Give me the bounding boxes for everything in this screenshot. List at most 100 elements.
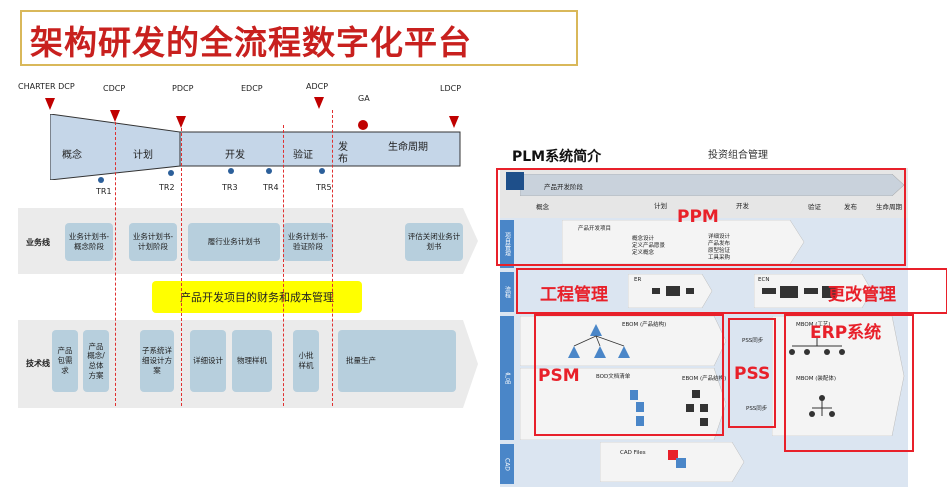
side-label-cad: CAD	[500, 444, 514, 484]
phase-divider	[332, 110, 333, 406]
tr5-label: TR5	[316, 183, 332, 192]
tech-box: 详细设计	[190, 330, 226, 392]
ebom-box	[520, 316, 727, 366]
change-label: 更改管理	[828, 285, 896, 305]
phase-bar	[520, 174, 905, 196]
tech-box: 物理样机	[232, 330, 272, 392]
tr-dot	[228, 168, 234, 174]
mbom-box	[772, 316, 905, 436]
phase-bar-label: 产品开发阶段	[544, 183, 583, 191]
tr-dot	[319, 168, 325, 174]
plm-diagram: PLM系统简介 投资组合管理 项目管理 流程 产品 CAD 产品开发阶段 概念 …	[496, 140, 947, 487]
milestone-cdcp: CDCP	[103, 84, 126, 93]
plm-title: PLM系统简介	[512, 149, 602, 165]
ecn-label: ECN	[758, 277, 770, 283]
stage-lifecycle: 生命周期	[388, 142, 428, 153]
milestone-marker	[176, 116, 186, 128]
business-box: 评估关闭业务计划书	[405, 223, 463, 261]
milestone-ldcp: LDCP	[440, 84, 462, 93]
project-item: 概念设计	[632, 236, 655, 242]
business-box: 履行业务计划书	[188, 223, 280, 261]
title-frame	[20, 10, 578, 66]
engineering-label: 工程管理	[540, 285, 608, 305]
side-label-product: 产品	[500, 316, 514, 440]
business-line-label: 业务线	[26, 238, 50, 247]
project-item: 详细设计	[708, 234, 731, 240]
bod-label: BOD文档清单	[596, 374, 631, 380]
phase-divider	[181, 128, 182, 406]
project-item: 产品开发项目	[578, 226, 612, 232]
pss-label: PSS	[734, 364, 771, 384]
tech-box: 产品概念/总体方案	[83, 330, 109, 392]
phase-divider	[115, 122, 116, 406]
mbom-label: MBOM (工艺)	[796, 322, 831, 328]
tr-dot	[98, 177, 104, 183]
ipd-process-diagram: CHARTER DCP CDCP PDCP EDCP ADCP GA LDCP …	[18, 82, 478, 408]
business-box: 业务计划书-计划阶段	[129, 223, 177, 261]
ecn-box	[754, 274, 873, 308]
side-label-project: 项目管理	[500, 220, 514, 268]
stage-develop: 开发	[225, 150, 245, 161]
milestone-edcp: EDCP	[241, 84, 263, 93]
phase-icon	[506, 172, 524, 190]
milestone-marker	[110, 110, 120, 122]
phase-release: 发布	[844, 203, 857, 211]
phase-develop: 开发	[736, 202, 749, 210]
phase-concept: 概念	[536, 203, 549, 211]
milestone-pdcp: PDCP	[172, 84, 194, 93]
ppm-region	[496, 168, 906, 266]
erp-label: ERP系统	[810, 323, 882, 343]
stage-plan: 计划	[133, 150, 153, 161]
tr1-label: TR1	[96, 187, 112, 196]
ppm-label: PPM	[677, 207, 719, 227]
project-item: 工具采购	[708, 255, 731, 261]
phase-plan: 计划	[654, 202, 667, 210]
cad-box	[600, 442, 745, 482]
mbom2-label: MBOM (装配体)	[796, 376, 837, 382]
erp-region	[784, 314, 914, 452]
ebom2-label: EBOM (产品结构)	[682, 376, 727, 382]
milestone-ga: GA	[358, 94, 370, 103]
tr-dot	[266, 168, 272, 174]
bod-box	[520, 368, 727, 440]
pss-sync-label: PSS同步	[746, 406, 768, 412]
ga-marker	[358, 120, 368, 130]
tr3-label: TR3	[222, 183, 238, 192]
stage-concept: 概念	[62, 150, 82, 161]
er-label: ER	[634, 277, 642, 283]
er-box	[628, 274, 713, 308]
tr-dot	[168, 170, 174, 176]
project-box	[562, 220, 805, 264]
project-item: 定义概念	[632, 250, 655, 256]
pss-region	[728, 318, 776, 428]
milestone-marker	[314, 97, 324, 109]
milestone-marker	[45, 98, 55, 110]
finance-banner: 产品开发项目的财务和成本管理	[152, 281, 362, 313]
page-title: 架构研发的全流程数字化平台	[30, 23, 472, 62]
project-item: 定义产品愿景	[632, 243, 666, 249]
tr4-label: TR4	[263, 183, 279, 192]
side-label-flow: 流程	[500, 272, 514, 312]
project-item: 原型验证	[708, 248, 731, 254]
portfolio-label: 投资组合管理	[708, 150, 768, 161]
phase-verify: 验证	[808, 203, 821, 211]
psm-region	[534, 314, 724, 436]
tr2-label: TR2	[159, 183, 175, 192]
business-box: 业务计划书-概念阶段	[65, 223, 113, 261]
project-item: 产品发布	[708, 241, 731, 247]
cad-label: CAD Files	[620, 450, 646, 456]
stage-verify: 验证	[293, 150, 313, 161]
phase-divider	[283, 125, 284, 406]
ebom-label: EBOM (产品结构)	[622, 322, 667, 328]
tech-box: 产品包需求	[52, 330, 78, 392]
phase-lifecycle: 生命周期	[876, 203, 902, 211]
psm-label: PSM	[538, 366, 580, 386]
pss-sync-label: PSS同步	[742, 338, 764, 344]
stage-release: 发布	[338, 142, 348, 165]
business-box: 业务计划书-验证阶段	[283, 223, 333, 261]
tech-box: 小批样机	[293, 330, 319, 392]
tech-box: 批量生产	[338, 330, 456, 392]
tech-line-label: 技术线	[26, 359, 50, 368]
milestone-marker	[449, 116, 459, 128]
tech-box: 子系统详细设计方案	[140, 330, 174, 392]
